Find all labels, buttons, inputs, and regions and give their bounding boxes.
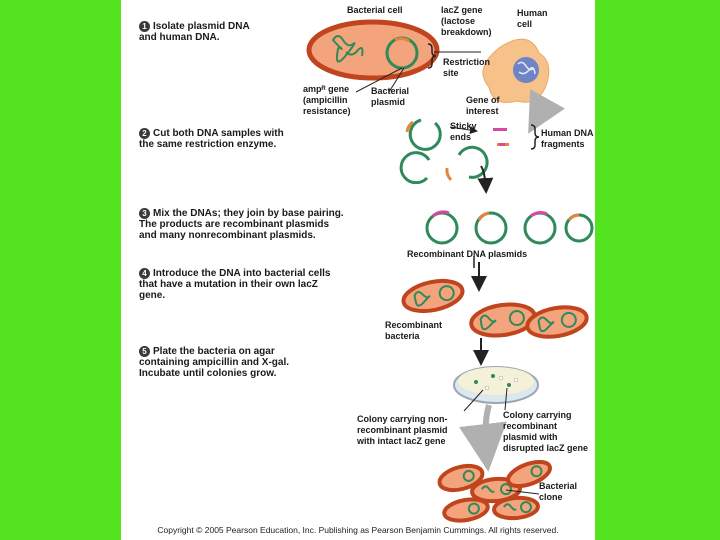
step-4-line-3: gene.	[139, 290, 166, 301]
label-ampr-line-2: (ampicillin	[303, 95, 348, 105]
step-4-number: 4	[139, 268, 150, 279]
label-plasmid-line-1: Bacterial	[371, 86, 410, 96]
label-goi-line-1: Gene of	[466, 95, 500, 105]
label-gene-of-interest: Gene of interest	[466, 95, 500, 117]
step-1-line-1: Isolate plasmid DNA	[153, 21, 250, 32]
label-lacz-line-3: breakdown)	[441, 27, 492, 37]
label-lacz-line-2: (lactose	[441, 16, 476, 26]
copyright-notice: Copyright © 2005 Pearson Education, Inc.…	[157, 525, 559, 535]
label-ampr-gene: ampᴿ gene (ampicillin resistance)	[303, 84, 351, 117]
label-bacterial-plasmid: Bacterial plasmid	[371, 86, 409, 108]
step-2-number: 2	[139, 128, 150, 139]
label-cnr-line-1: Colony carrying non-	[357, 414, 448, 424]
step-1-number: 1	[139, 21, 150, 32]
step-3-line-3: and many nonrecombinant plasmids.	[139, 230, 316, 241]
step-1-line-2: and human DNA.	[139, 32, 220, 43]
cloning-diagram	[306, 19, 594, 523]
petri-dish-icon	[453, 366, 539, 404]
label-ampr-line-3: resistance)	[303, 106, 351, 116]
label-ampr-line-1: ampᴿ gene	[303, 84, 350, 94]
step-5-line-2: containing ampicillin and X-gal.	[139, 357, 290, 368]
bacterial-clone-icon	[437, 459, 552, 523]
restriction-bracket	[427, 43, 437, 69]
label-colony-nonrecombinant: Colony carrying non- recombinant plasmid…	[357, 414, 448, 447]
step-2-line-1: Cut both DNA samples with	[153, 128, 284, 139]
human-dna-fragments-icon	[493, 128, 509, 146]
label-sticky-line-2: ends	[450, 132, 472, 142]
label-fragments-line-1: Human DNA	[541, 128, 594, 138]
bacterial-cell-icon	[306, 19, 440, 81]
recombinant-bacteria-icon	[401, 278, 589, 339]
step-5-number: 5	[139, 346, 150, 357]
label-cnr-line-2: recombinant plasmid	[357, 425, 448, 435]
label-human-cell-line-1: Human	[517, 8, 548, 18]
step-3-line-1: Mix the DNAs; they join by base pairing.	[153, 208, 344, 219]
label-clone-line-1: Bacterial	[539, 481, 578, 491]
label-fragments-line-2: fragments	[541, 139, 585, 149]
step-4-line-1: Introduce the DNA into bacterial cells	[153, 268, 331, 279]
recombinant-plasmids-row	[425, 210, 594, 245]
label-human-dna-fragments: Human DNA fragments	[541, 128, 594, 150]
label-rb-line-2: bacteria	[385, 331, 420, 341]
gray-arrow-icon	[528, 89, 566, 134]
label-cr-line-3: plasmid with	[503, 432, 558, 442]
label-bacterial-clone: Bacterial clone	[539, 481, 577, 503]
step-5-line-1: Plate the bacteria on agar	[153, 346, 275, 357]
label-restriction-line-1: Restriction	[443, 57, 491, 67]
step-4-line-2: that have a mutation in their own lacZ	[139, 279, 318, 290]
label-cr-line-4: disrupted lacZ gene	[503, 443, 589, 453]
label-cr-line-1: Colony carrying	[503, 410, 572, 420]
label-restriction-site: Restriction site	[443, 57, 490, 79]
label-sticky-ends: Sticky ends	[450, 121, 477, 143]
label-human-cell-line-2: cell	[517, 19, 533, 29]
step-3-line-2: The products are recombinant plasmids	[139, 219, 330, 230]
cut-plasmids	[399, 118, 489, 185]
label-sticky-line-1: Sticky	[450, 121, 477, 131]
label-clone-line-2: clone	[539, 492, 563, 502]
label-goi-line-2: interest	[466, 106, 499, 116]
label-recombinant-plasmids: Recombinant DNA plasmids	[407, 249, 528, 259]
label-human-cell: Human cell	[517, 8, 548, 30]
label-lacz-line-1: lacZ gene	[441, 5, 483, 15]
label-cnr-line-3: with intact lacZ gene	[357, 436, 446, 446]
label-lacz-gene: lacZ gene (lactose breakdown)	[441, 5, 492, 38]
label-restriction-line-2: site	[443, 68, 459, 78]
label-recombinant-bacteria: Recombinant bacteria	[385, 320, 442, 342]
label-colony-recombinant: Colony carrying recombinant plasmid with…	[503, 410, 588, 454]
human-cell-icon	[482, 38, 550, 103]
step-3-number: 3	[139, 208, 150, 219]
step-5-line-3: Incubate until colonies grow.	[139, 368, 277, 379]
label-plasmid-line-2: plasmid	[371, 97, 406, 107]
label-rb-line-1: Recombinant	[385, 320, 443, 330]
label-bacterial-cell: Bacterial cell	[347, 5, 403, 15]
label-cr-line-2: recombinant	[503, 421, 558, 431]
step-2-line-2: the same restriction enzyme.	[139, 139, 277, 150]
